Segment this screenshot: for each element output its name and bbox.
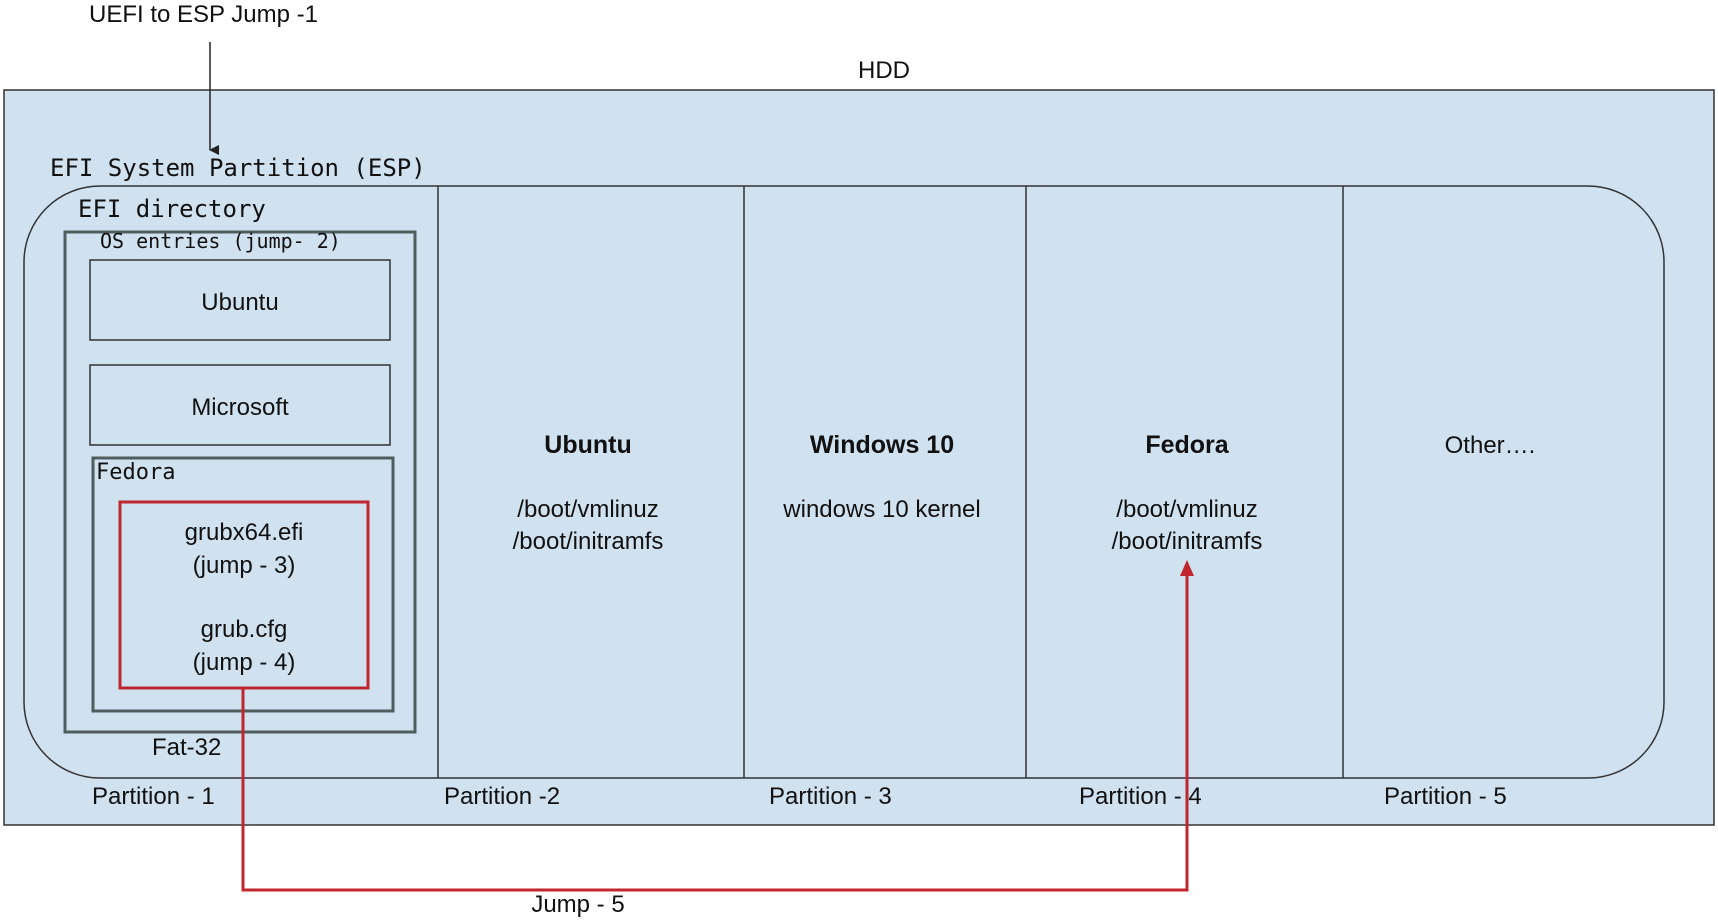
- entry-ubuntu-box: [89, 259, 391, 341]
- os-entries-label: OS entries (jump- 2): [100, 229, 341, 253]
- partition-2-line-2: /boot/initramfs: [513, 528, 664, 555]
- partition-3-line-1: windows 10 kernel: [782, 496, 980, 523]
- partition-3-title: Windows 10: [810, 431, 954, 459]
- grub-efi-name: grubx64.efi: [185, 519, 304, 546]
- disk-outline: [23, 185, 1665, 779]
- partition-4-line-2: /boot/initramfs: [1112, 528, 1263, 555]
- grub-cfg-jump: (jump - 4): [193, 649, 296, 676]
- partition-3-label: Partition - 3: [769, 783, 892, 810]
- grub-efi-jump: (jump - 3): [193, 552, 296, 579]
- entry-microsoft-box: [89, 364, 391, 446]
- partition-1-label: Partition - 1: [92, 783, 215, 810]
- efi-directory-label: EFI directory: [78, 195, 266, 223]
- partition-4-label: Partition - 4: [1079, 783, 1202, 810]
- jump-5-connector: [241, 573, 1189, 892]
- jump-5-arrowhead: [1180, 560, 1194, 576]
- partition-4-title: Fedora: [1145, 431, 1229, 459]
- entry-microsoft-label: Microsoft: [191, 394, 289, 421]
- fat32-label: Fat-32: [152, 734, 221, 761]
- partition-4-line-1: /boot/vmlinuz: [1116, 496, 1257, 523]
- fedora-label: Fedora: [96, 460, 175, 485]
- partition-5-label: Partition - 5: [1384, 783, 1507, 810]
- os-entries-box: [63, 230, 417, 734]
- partition-2-title: Ubuntu: [544, 431, 631, 459]
- partition-2-line-1: /boot/vmlinuz: [517, 496, 658, 523]
- grub-cfg-name: grub.cfg: [201, 616, 288, 643]
- partition-5-other: Other….: [1445, 432, 1536, 459]
- esp-title: EFI System Partition (ESP): [50, 154, 426, 182]
- partition-2-label: Partition -2: [444, 783, 560, 810]
- hdd-title: HDD: [858, 57, 910, 84]
- uefi-jump-label: UEFI to ESP Jump -1: [89, 1, 318, 28]
- entry-ubuntu-label: Ubuntu: [201, 289, 278, 316]
- jump-5-label: Jump - 5: [531, 891, 624, 918]
